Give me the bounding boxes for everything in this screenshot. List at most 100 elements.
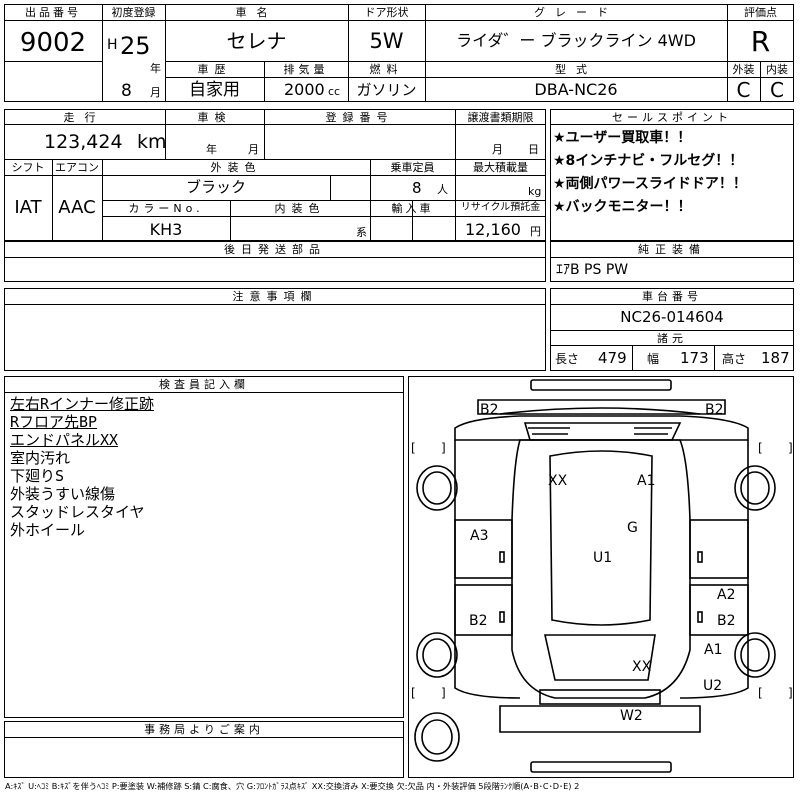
row-rule bbox=[102, 216, 546, 217]
door-handle bbox=[499, 611, 505, 623]
car-name: セレナ bbox=[226, 29, 287, 53]
row-rule bbox=[4, 737, 404, 738]
transfer-month-unit: 月 bbox=[492, 143, 503, 156]
front-right-wheel-inner bbox=[740, 471, 770, 505]
header-col-rule bbox=[165, 4, 166, 102]
notes-block bbox=[4, 288, 546, 371]
capacity-label: 乗車定員 bbox=[390, 161, 435, 174]
rear-right-wheel bbox=[734, 632, 776, 678]
mileage-label: 走行 bbox=[63, 111, 106, 124]
interior-color-label: 内装色 bbox=[274, 202, 326, 215]
front-bumper-bar bbox=[530, 379, 672, 391]
chassis-number-label: 車台番号 bbox=[642, 290, 702, 303]
row-rule bbox=[550, 345, 794, 346]
damage-mark: B2 bbox=[717, 613, 736, 629]
damage-mark: U1 bbox=[593, 550, 612, 566]
grade: ライダ゛ー ブラックライン 4WD bbox=[456, 31, 696, 50]
registration-number-label: 登録番号 bbox=[325, 111, 394, 124]
bracket-mark: [ bbox=[758, 441, 763, 455]
history-label: 車歴 bbox=[197, 63, 232, 76]
lot-number-label: 出品番号 bbox=[25, 6, 81, 19]
row-rule bbox=[102, 200, 546, 201]
shift: IAT bbox=[14, 197, 42, 218]
chassis-number: NC26-014604 bbox=[620, 308, 724, 326]
interior-grade-label: 内装 bbox=[766, 63, 788, 76]
aircon-label: エアコン bbox=[55, 161, 99, 174]
row-rule bbox=[4, 124, 546, 125]
left-body-side bbox=[454, 440, 521, 699]
interior-grade: C bbox=[770, 78, 784, 102]
row-rule bbox=[550, 330, 794, 331]
damage-mark: U2 bbox=[703, 678, 722, 694]
chassis-block bbox=[550, 288, 794, 371]
office-notice-label: 事務局よりご案内 bbox=[144, 723, 264, 736]
capacity: 8 bbox=[412, 179, 422, 197]
bracket-mark: ] bbox=[788, 441, 793, 455]
sales-point: ★両側パワースライドドア！！ bbox=[553, 176, 747, 192]
front-bumper bbox=[477, 399, 726, 415]
front-grille-right bbox=[634, 427, 672, 435]
score: R bbox=[750, 25, 771, 58]
col-rule bbox=[370, 159, 371, 241]
col-rule bbox=[165, 109, 166, 159]
bracket-mark: ] bbox=[788, 686, 793, 700]
office-block bbox=[4, 721, 404, 778]
left-rear-door bbox=[454, 584, 513, 636]
sales-point: ★ユーザー買取車！！ bbox=[553, 130, 692, 146]
hood bbox=[454, 415, 749, 441]
score-label: 評価点 bbox=[744, 6, 777, 19]
sales-point: ★8インチナビ・フルセグ！！ bbox=[553, 153, 744, 169]
later-parts-label: 後日発送部品 bbox=[224, 243, 326, 256]
front-left-wheel bbox=[416, 465, 458, 511]
header-col-rule bbox=[760, 61, 761, 102]
exterior-color: ブラック bbox=[185, 178, 246, 196]
row-rule bbox=[4, 304, 546, 305]
col-rule bbox=[412, 200, 413, 241]
header-col-rule bbox=[425, 4, 426, 102]
mileage-unit: km bbox=[137, 131, 167, 153]
interior-color-unit: 系 bbox=[356, 226, 367, 239]
width-label: 幅 bbox=[647, 352, 660, 366]
right-rear-door bbox=[689, 584, 749, 636]
row-rule bbox=[550, 257, 794, 258]
inspector-note: 左右Rインナー修正跡 bbox=[10, 395, 155, 413]
rear-left-wheel-inner bbox=[422, 638, 452, 672]
left-front-door bbox=[454, 519, 513, 579]
registration-year: 25 bbox=[120, 32, 151, 60]
row-rule bbox=[4, 175, 546, 176]
car-diagram: [ ] [ ] [ ] [ ] B2 B2 XX A1 G A3 U1 A2 B… bbox=[411, 379, 793, 773]
max-load-label: 最大積載量 bbox=[473, 161, 528, 174]
import-car-label: 輸入車 bbox=[391, 202, 434, 215]
sales-points-label: セールスポイント bbox=[612, 111, 732, 124]
damage-mark: A3 bbox=[470, 528, 488, 544]
door-handle bbox=[697, 551, 703, 563]
damage-mark: XX bbox=[632, 659, 652, 675]
length-label: 長さ bbox=[555, 352, 580, 366]
header-col-rule bbox=[348, 61, 349, 102]
mileage: 123,424 bbox=[44, 131, 123, 153]
col-rule bbox=[330, 175, 331, 200]
sales-point: ★バックモニター！！ bbox=[553, 199, 692, 215]
car-name-label: 車名 bbox=[235, 6, 278, 19]
displacement: 2000 bbox=[284, 80, 325, 99]
col-rule bbox=[714, 345, 715, 371]
rear-right-wheel-inner bbox=[740, 638, 770, 672]
damage-mark: W2 bbox=[620, 708, 643, 724]
header-col-rule bbox=[348, 4, 349, 61]
legend-footer: A:ｷｽﾞ U:ﾍｺﾐ B:ｷｽﾞを伴うﾍｺﾐ P:要塗装 W:補修跡 S:錆 … bbox=[5, 781, 580, 791]
inspector-label: 検査員記入欄 bbox=[159, 378, 249, 391]
right-body-side bbox=[679, 440, 749, 699]
right-front-door bbox=[689, 519, 749, 579]
recycle-deposit-unit: 円 bbox=[530, 225, 541, 238]
model-code-label: 型式 bbox=[555, 63, 597, 76]
displacement-label: 排気量 bbox=[283, 63, 329, 76]
damage-mark: B2 bbox=[480, 402, 499, 418]
recycle-deposit-label: リサイクル預託金 bbox=[460, 202, 541, 213]
inspector-note: エンドパネルXX bbox=[10, 431, 119, 449]
damage-mark: A2 bbox=[717, 587, 735, 603]
first-registration-label: 初度登録 bbox=[111, 6, 156, 19]
door-shape: 5W bbox=[369, 29, 404, 53]
rear-bumper-bar bbox=[530, 761, 672, 773]
door-shape-label: ドア形状 bbox=[364, 6, 409, 19]
col-rule bbox=[230, 200, 231, 241]
